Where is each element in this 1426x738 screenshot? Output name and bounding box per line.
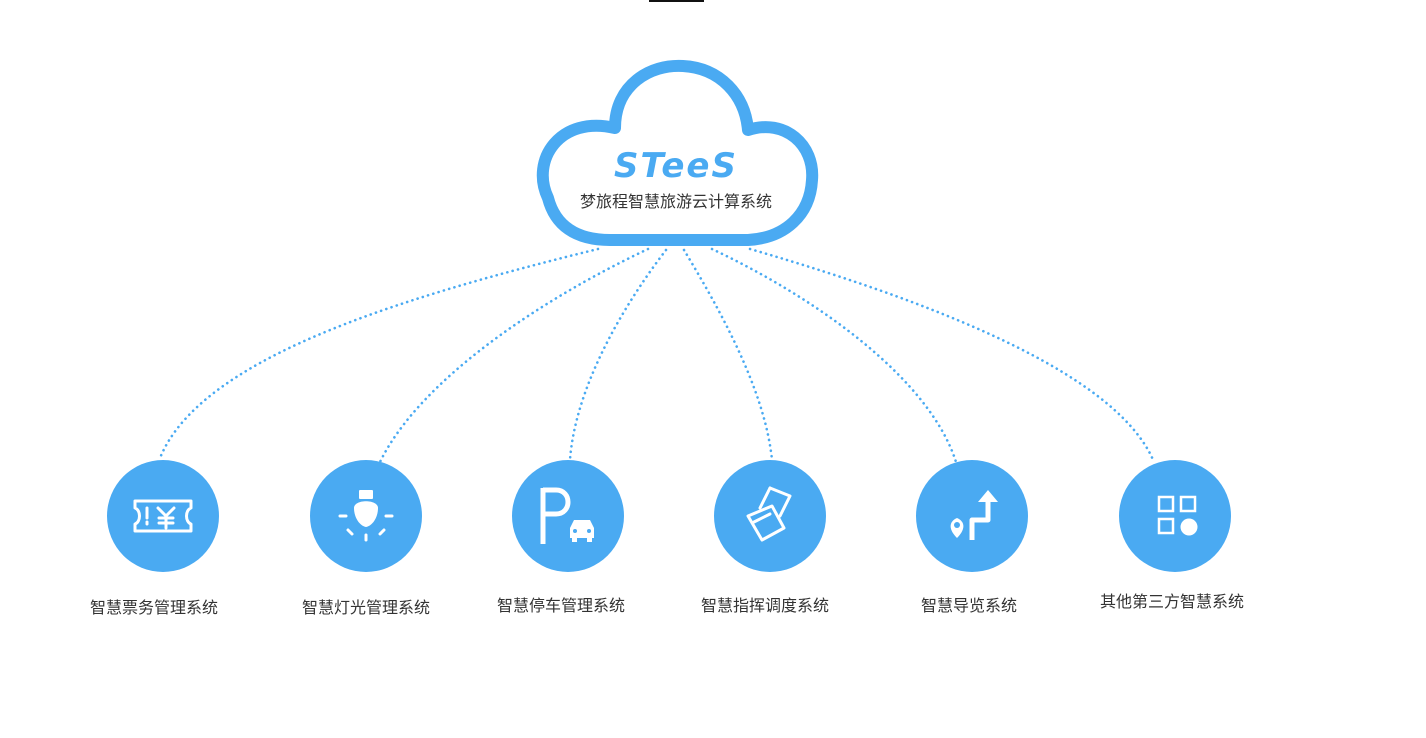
connector-ticketing bbox=[158, 247, 600, 460]
node-label-dispatch: 智慧指挥调度系统 bbox=[700, 596, 829, 615]
cloud-icon bbox=[536, 59, 819, 246]
node-label-thirdparty: 其他第三方智慧系统 bbox=[1099, 592, 1244, 611]
location-route-icon bbox=[950, 490, 998, 540]
cloud-title: 梦旅程智慧旅游云计算系统 bbox=[579, 192, 772, 211]
light-bulb-icon bbox=[338, 490, 394, 542]
node-label-ticketing: 智慧票务管理系统 bbox=[89, 598, 218, 617]
node-label-parking: 智慧停车管理系统 bbox=[496, 596, 625, 615]
app-grid-icon bbox=[1157, 495, 1198, 536]
node-circle-guide bbox=[916, 460, 1028, 572]
node-circle-dispatch bbox=[714, 460, 826, 572]
flag-hand-icon bbox=[746, 486, 792, 542]
connector-lighting bbox=[378, 247, 650, 464]
connector-dispatch bbox=[682, 248, 774, 462]
connectors bbox=[158, 247, 1156, 464]
node-label-guide: 智慧导览系统 bbox=[920, 596, 1017, 615]
cloud-logo-text: STeeS bbox=[614, 146, 738, 186]
connector-thirdparty bbox=[748, 247, 1156, 464]
node-circle-thirdparty bbox=[1119, 460, 1231, 572]
node-label-lighting: 智慧灯光管理系统 bbox=[301, 598, 430, 617]
node-circles bbox=[107, 460, 1231, 572]
ticket-yen-icon bbox=[133, 499, 193, 533]
node-circle-ticketing bbox=[107, 460, 219, 572]
connector-guide bbox=[710, 247, 958, 464]
top-divider bbox=[649, 0, 704, 2]
node-circle-parking bbox=[512, 460, 624, 572]
parking-car-icon bbox=[540, 487, 594, 544]
